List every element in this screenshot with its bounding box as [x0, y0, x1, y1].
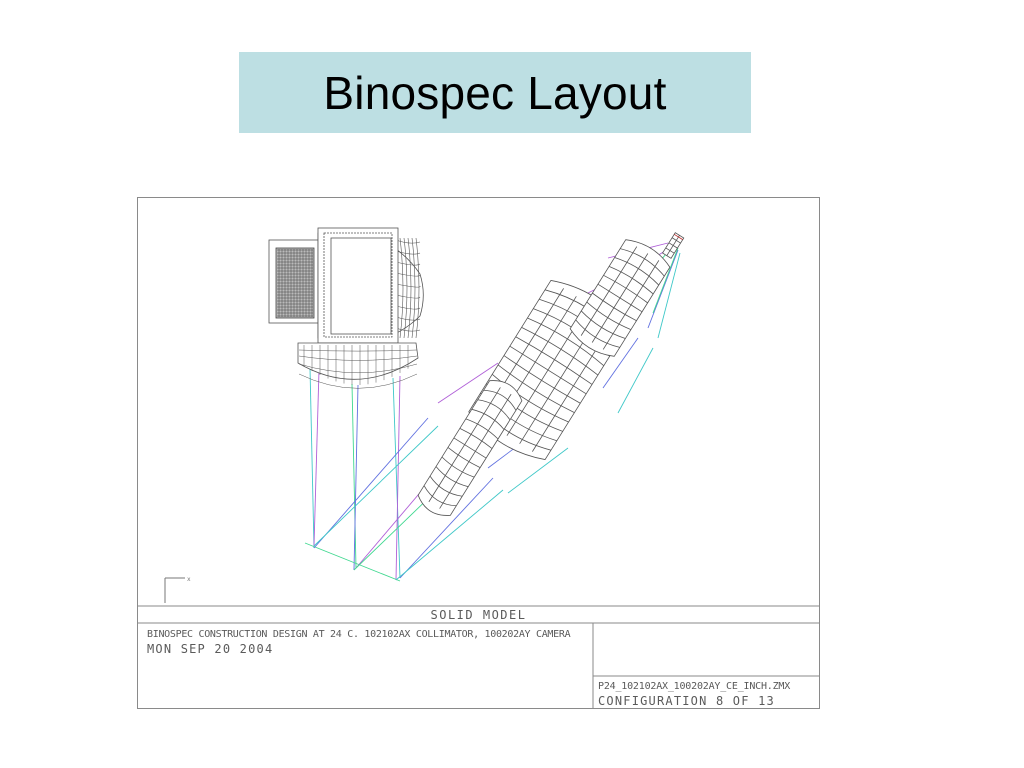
camera-lens-upper: [569, 239, 671, 357]
title-block-configuration: CONFIGURATION 8 OF 13: [598, 694, 775, 708]
title-block-frame: [138, 605, 819, 708]
title-block-filename: P24_102102AX_100202AY_CE_INCH.ZMX: [598, 681, 791, 692]
slide-title-box: Binospec Layout: [239, 52, 751, 133]
ray: [647, 249, 679, 329]
focal-plane: [662, 232, 685, 259]
ray: [395, 489, 504, 581]
optical-layout-svg: x: [138, 227, 819, 708]
ray: [395, 375, 401, 581]
collimator-mirror: [297, 342, 419, 389]
ray: [399, 477, 494, 579]
ray: [304, 542, 401, 582]
ray: [657, 252, 681, 339]
axis-marker: x: [164, 576, 191, 603]
title-block-header: SOLID MODEL: [430, 608, 527, 622]
ray: [437, 362, 499, 404]
ray: [392, 377, 401, 579]
ray: [617, 347, 654, 414]
title-block-description: BINOSPEC CONSTRUCTION DESIGN AT 24 C. 10…: [147, 629, 571, 640]
ray: [507, 447, 569, 494]
ray: [602, 337, 639, 389]
optical-drawing: x: [137, 197, 820, 709]
ray: [313, 425, 439, 547]
ray: [652, 247, 679, 314]
camera-lens-lower: [417, 380, 523, 516]
ray: [313, 417, 429, 549]
title-block-date: MON SEP 20 2004: [147, 642, 274, 656]
detector-assembly: [268, 227, 424, 345]
ray: [309, 367, 315, 549]
svg-text:x: x: [187, 576, 191, 583]
ray: [353, 384, 359, 571]
ray: [351, 383, 357, 569]
ray: [313, 369, 320, 547]
slide-title: Binospec Layout: [323, 66, 667, 119]
